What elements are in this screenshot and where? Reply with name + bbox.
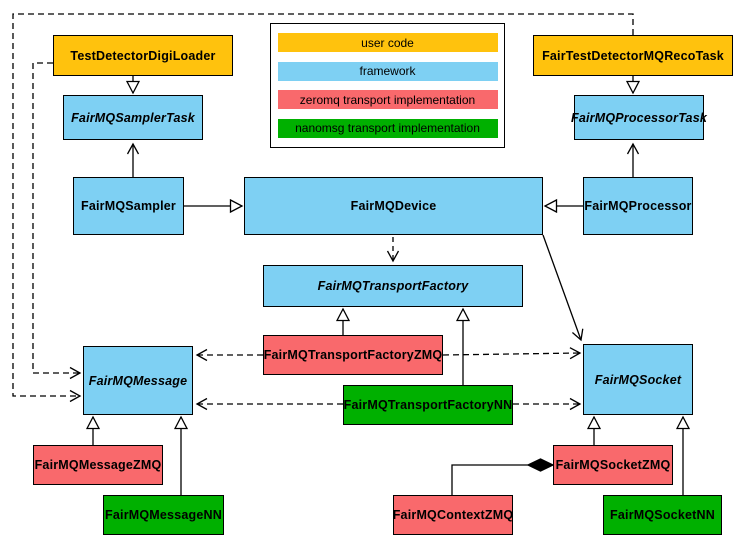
node-label: FairTestDetectorMQRecoTask [542,48,724,63]
node-fairmqmessagezmq: FairMQMessageZMQ [33,445,163,485]
node-label: FairMQContextZMQ [392,508,514,522]
node-label: FairMQProcessorTask [570,110,708,125]
node-label: FairMQTransportFactoryZMQ [263,348,443,362]
node-fairmqsocket: FairMQSocket [583,344,693,415]
node-fairmqdevice: FairMQDevice [244,177,543,235]
node-fairmqsampler: FairMQSampler [73,177,184,235]
node-label: FairMQMessageZMQ [34,458,162,472]
legend-item-nanomsg: nanomsg transport implementation [277,118,498,138]
node-label: FairMQProcessor [584,199,692,213]
node-fairtestdetectormqrecotask: FairTestDetectorMQRecoTask [533,35,733,76]
legend-label: nanomsg transport implementation [295,121,480,136]
edge-device-to-socket-association [542,234,584,342]
composition-diamond-icon [526,458,555,472]
legend-item-user-code: user code [277,33,498,53]
node-fairmqcontextzmq: FairMQContextZMQ [393,495,513,535]
node-fairmqmessagenn: FairMQMessageNN [103,495,224,535]
edge-factoryzmq-to-socket-dependency [442,347,582,360]
node-label: FairMQMessage [88,373,188,388]
node-fairmqtransportfactoryzmq: FairMQTransportFactoryZMQ [263,335,443,375]
node-fairmqprocessortask: FairMQProcessorTask [570,95,708,140]
legend-item-framework: framework [277,61,498,81]
node-label: FairMQMessageNN [105,508,222,522]
node-fairmqsamplertask: FairMQSamplerTask [63,95,203,140]
node-fairmqprocessor: FairMQProcessor [583,177,693,235]
node-label: TestDetectorDigiLoader [70,48,216,63]
node-label: FairMQSocketZMQ [555,458,671,472]
edge-socketzmq-contextzmq-composition [451,464,528,495]
node-fairmqtransportfactorynn: FairMQTransportFactoryNN [343,385,513,425]
edge-digiloader-to-message-dependency [32,62,82,380]
node-label: FairMQDevice [350,199,437,213]
legend: user code framework zeromq transport imp… [270,23,505,148]
node-label: FairMQSocketNN [610,508,715,522]
node-fairmqsocketzmq: FairMQSocketZMQ [553,445,673,485]
edge-recotask-to-message-dependency [12,13,634,403]
node-label: FairMQTransportFactoryNN [343,398,513,412]
node-label: FairMQSocket [594,372,682,387]
legend-item-zeromq: zeromq transport implementation [277,90,498,110]
node-fairmqsocketnn: FairMQSocketNN [603,495,722,535]
node-label: FairMQSamplerTask [71,110,195,125]
legend-label: framework [359,64,416,79]
legend-label: user code [361,35,414,50]
node-label: FairMQSampler [81,199,176,213]
node-fairmqmessage: FairMQMessage [83,346,193,415]
node-fairmqtransportfactory: FairMQTransportFactory [263,265,523,307]
legend-label: zeromq transport implementation [299,92,476,107]
node-testdetectordigiloader: TestDetectorDigiLoader [53,35,233,76]
node-label: FairMQTransportFactory [317,279,469,293]
